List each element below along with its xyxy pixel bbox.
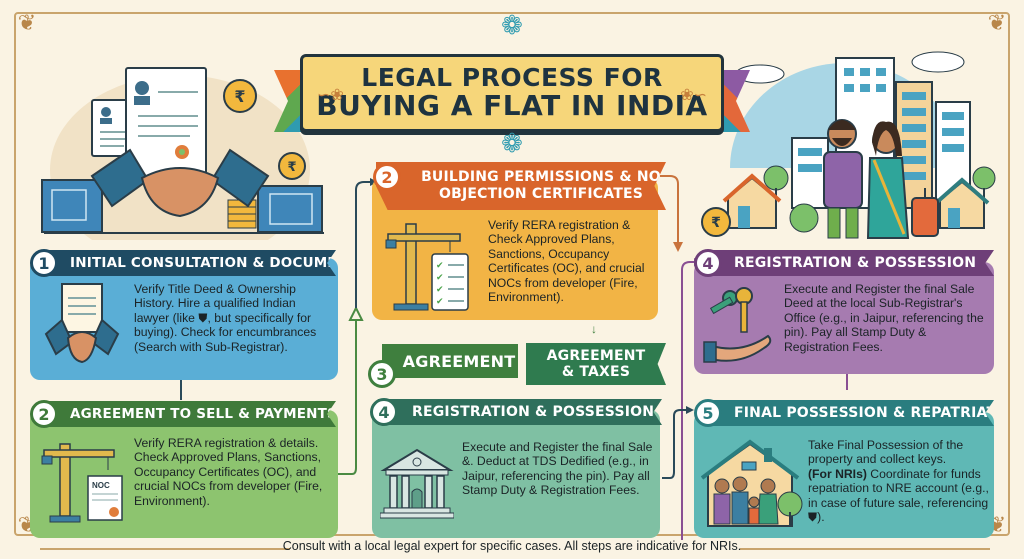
step-heading: FINAL POSSESSION & REPATRIATION — [734, 405, 1024, 421]
step-3-agreement-ribbon: AGREEMENT — [382, 344, 518, 378]
crane-checklist-icon: ✔ ✔ ✔ ✔ — [384, 220, 474, 319]
handshake-contract-illustration: ₹ ₹ — [30, 40, 330, 265]
step-number-badge: 2 — [30, 400, 58, 428]
step-heading-bar: REGISTRATION & POSSESSION — [704, 250, 994, 276]
step-heading: REGISTRATION & POSSESSION — [734, 255, 977, 271]
step-heading: INITIAL CONSULTATION & DOCUMENTS — [70, 255, 368, 271]
page-title-line-2: BUYING A FLAT IN INDIA — [316, 89, 708, 123]
step-heading-bar: REGISTRATION & POSSESSION — [378, 399, 662, 425]
swirl-ornament-icon: ❀∽ — [680, 87, 707, 104]
ornament-corner-icon: ❦ — [987, 10, 1007, 35]
footer-divider-left — [40, 548, 290, 550]
svg-text:NOC: NOC — [92, 481, 110, 490]
step-3-label-agreement-taxes-1: AGREEMENT — [546, 347, 646, 364]
handshake-document-icon — [42, 282, 122, 373]
page-title-line-1: LEGAL PROCESS FOR — [361, 62, 663, 92]
step-body: Execute and Register the final Sale &. D… — [462, 440, 653, 498]
step-3-label-agreement: AGREEMENT — [402, 351, 516, 371]
flow-arrow-down: ↓ — [591, 322, 597, 336]
flow-arrow — [180, 380, 182, 400]
step-heading: AGREEMENT TO SELL & PAYMENTS — [70, 406, 338, 422]
svg-text:✔: ✔ — [436, 260, 444, 270]
step-body-line-2: Coordinate for funds repatriation to NRE… — [808, 466, 989, 524]
crane-noc-icon: NOC — [38, 436, 128, 531]
step-number-badge: 5 — [694, 399, 722, 427]
swirl-ornament-icon: ∽❀ — [317, 87, 344, 104]
title-box: ∽❀ ❀∽ LEGAL PROCESS FOR BUYING A FLAT IN… — [300, 54, 724, 132]
svg-text:✔: ✔ — [436, 296, 444, 306]
flow-connector-vertical — [846, 374, 848, 390]
step-3-agreement-taxes-ribbon: AGREEMENT & TAXES — [526, 343, 666, 385]
step-heading-bar: INITIAL CONSULTATION & DOCUMENTS — [40, 250, 336, 276]
step-number-badge: 3 — [368, 360, 396, 388]
lotus-ornament-icon: ❁ — [501, 128, 523, 158]
step-heading-line-1: BUILDING PERMISSIONS & NO — [421, 169, 661, 186]
step-heading-bar: BUILDING PERMISSIONS & NO OBJECTION CERT… — [376, 162, 666, 210]
flow-connector-to-step-5 — [662, 406, 694, 479]
nri-label: (For NRIs) — [808, 466, 867, 481]
step-number-badge: 4 — [694, 249, 722, 277]
svg-text:₹: ₹ — [711, 214, 721, 230]
svg-text:₹: ₹ — [234, 89, 245, 106]
lotus-ornament-icon: ❁ — [501, 10, 523, 40]
step-body: Verify RERA registration & Check Approve… — [488, 218, 645, 304]
family-house-icon — [700, 438, 804, 535]
government-building-icon — [379, 446, 455, 525]
step-body-line-1: Take Final Possession of the property an… — [808, 438, 964, 467]
step-number-badge: 4 — [370, 398, 398, 426]
step-card-agreement-to-sell — [30, 410, 338, 538]
step-body: Verify Title Deed & Ownership History. H… — [134, 282, 317, 354]
footer-disclaimer: Consult with a local legal expert for sp… — [282, 539, 742, 553]
ornament-corner-icon: ❦ — [17, 10, 37, 35]
keys-hand-icon — [702, 284, 782, 369]
step-body: Take Final Possession of the property an… — [808, 438, 992, 524]
step-heading-bar: AGREEMENT TO SELL & PAYMENTS — [40, 401, 336, 427]
title-banner: ❁ ∽❀ ❀∽ LEGAL PROCESS FOR BUYING A FLAT … — [274, 10, 750, 158]
flow-connector-to-step-2 — [338, 178, 378, 475]
step-heading: REGISTRATION & POSSESSION — [412, 404, 655, 420]
step-heading-bar: FINAL POSSESSION & REPATRIATION — [704, 400, 994, 426]
svg-text:₹: ₹ — [287, 159, 296, 174]
step-body: Verify RERA registration & details. Chec… — [134, 436, 323, 508]
couple-apartments-illustration: ₹ — [690, 38, 1000, 243]
svg-text:✔: ✔ — [436, 284, 444, 294]
step-number-badge: 2 — [373, 163, 401, 191]
step-3-label-agreement-taxes-2: & TAXES — [561, 364, 631, 380]
step-heading-line-2: OBJECTION CERTIFICATES — [438, 186, 643, 202]
step-body: Execute and Register the final Sale Deed… — [784, 282, 984, 354]
svg-text:✔: ✔ — [436, 272, 444, 282]
footer-divider-right — [740, 548, 990, 550]
step-number-badge: 1 — [30, 249, 58, 277]
